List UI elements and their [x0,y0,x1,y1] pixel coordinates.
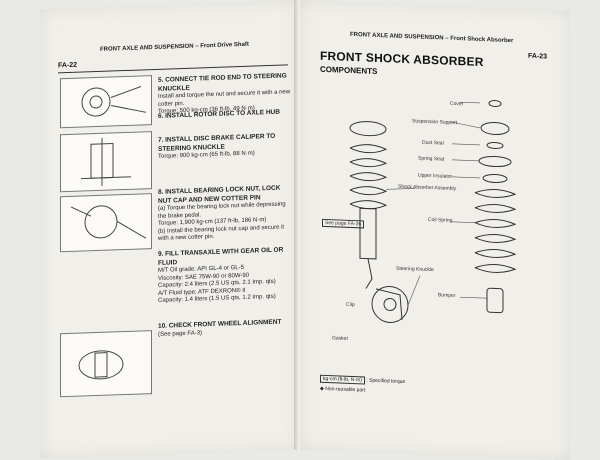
step-8-body-b: (b) Install the bearing lock nut cap and… [158,223,285,242]
step-8-number: 8. [158,188,164,196]
label-cover: Cover [450,100,464,108]
header-rule [58,64,288,74]
step-9-title: FILL TRANSAXLE WITH GEAR OIL OR FLUID [158,246,284,267]
alignment-illustration [78,350,124,380]
left-page-header: FRONT AXLE AND SUSPENSION – Front Drive … [100,41,249,53]
figure-alignment [60,330,152,398]
figure-lock-nut [60,193,152,253]
step-10: 10. CHECK FRONT WHEEL ALIGNMENT (See pag… [158,318,293,339]
step-9-number: 9. [158,250,164,258]
left-page: FA-22 FRONT AXLE AND SUSPENSION – Front … [40,0,298,460]
legend-nonreusable: ◆ Non-reusable part [320,386,365,394]
section-subtitle: COMPONENTS [320,64,378,76]
nonreusable-diamond-icon: ◆ [320,385,324,392]
label-dust-seal: Dust Seal [422,139,444,147]
step-6-number: 6. [158,112,164,120]
step-7-number: 7. [158,136,164,144]
torque-legend-text: : Specified torque [366,377,406,386]
torque-unit-box: kg-cm (ft-lb, N·m) [320,374,365,385]
label-gasket: Gasket [332,335,348,342]
nonreusable-text: Non-reusable part [325,385,366,394]
right-page-header: FRONT AXLE AND SUSPENSION – Front Shock … [350,31,514,45]
label-coil-spring: Coil Spring [428,216,453,224]
caliper-illustration [81,137,131,186]
right-page-number: FA-23 [528,52,548,61]
shock-absorber-diagram [349,99,517,323]
label-upper-insulator: Upper Insulator [418,172,453,180]
left-page-number: FA-22 [58,61,78,70]
label-see-page: See page FA-26 [322,218,365,229]
label-bumper: Bumper [438,292,456,299]
step-9: 9. FILL TRANSAXLE WITH GEAR OIL OR FLUID… [158,246,293,305]
step-7-title: INSTALL DISC BRAKE CALIPER TO STEERING K… [158,132,276,153]
label-clip: Clip [346,301,355,309]
legend-torque: kg-cm (ft-lb, N·m) : Specified torque [320,374,406,386]
step-5-number: 5. [158,76,164,84]
step-7: 7. INSTALL DISC BRAKE CALIPER TO STEERIN… [158,132,293,161]
step-8: 8. INSTALL BEARING LOCK NUT, LOCK NUT CA… [158,184,293,243]
figure-caliper [60,131,152,193]
right-page: FRONT AXLE AND SUSPENSION – Front Shock … [300,0,570,460]
step-10-title: CHECK FRONT WHEEL ALIGNMENT [168,318,282,330]
tie-rod-illustration [81,86,147,117]
figure-tie-rod [60,75,152,129]
lock-nut-illustration [70,205,147,239]
label-spring-seat: Spring Seat [418,155,445,163]
manual-scene: FA-22 FRONT AXLE AND SUSPENSION – Front … [58,0,548,450]
step-10-number: 10. [158,322,168,330]
step-10-body: (See page FA-3) [158,329,203,338]
